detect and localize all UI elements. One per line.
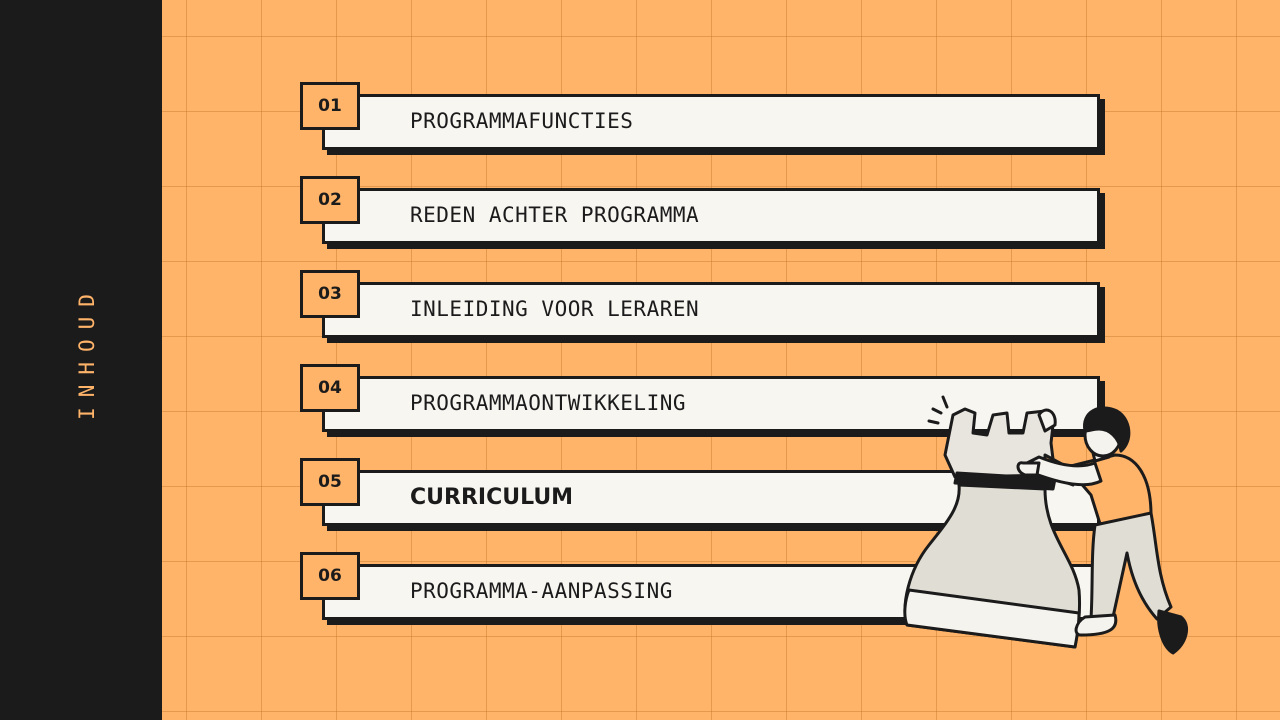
toc-bar	[322, 188, 1100, 244]
sidebar-title: INHOUD	[75, 284, 99, 420]
person-pushing-chess-rook-icon	[903, 395, 1189, 655]
toc-bar	[322, 282, 1100, 338]
toc-number-badge: 02	[300, 176, 360, 224]
toc-number-badge: 05	[300, 458, 360, 506]
toc-label: PROGRAMMAFUNCTIES	[410, 109, 634, 133]
toc-number-badge: 03	[300, 270, 360, 318]
toc-label: REDEN ACHTER PROGRAMMA	[410, 203, 700, 227]
toc-label: INLEIDING VOOR LERAREN	[410, 297, 700, 321]
sidebar: INHOUD	[0, 0, 162, 720]
toc-number-badge: 01	[300, 82, 360, 130]
toc-label: CURRICULUM	[410, 485, 574, 510]
toc-label: PROGRAMMAONTWIKKELING	[410, 391, 687, 415]
toc-item-3[interactable]: 03 INLEIDING VOOR LERAREN	[300, 270, 1110, 342]
toc-bar	[322, 94, 1100, 150]
toc-number-badge: 04	[300, 364, 360, 412]
toc-item-2[interactable]: 02 REDEN ACHTER PROGRAMMA	[300, 176, 1110, 248]
toc-number-badge: 06	[300, 552, 360, 600]
toc-label: PROGRAMMA-AANPASSING	[410, 579, 673, 603]
toc-item-1[interactable]: 01 PROGRAMMAFUNCTIES	[300, 82, 1110, 154]
